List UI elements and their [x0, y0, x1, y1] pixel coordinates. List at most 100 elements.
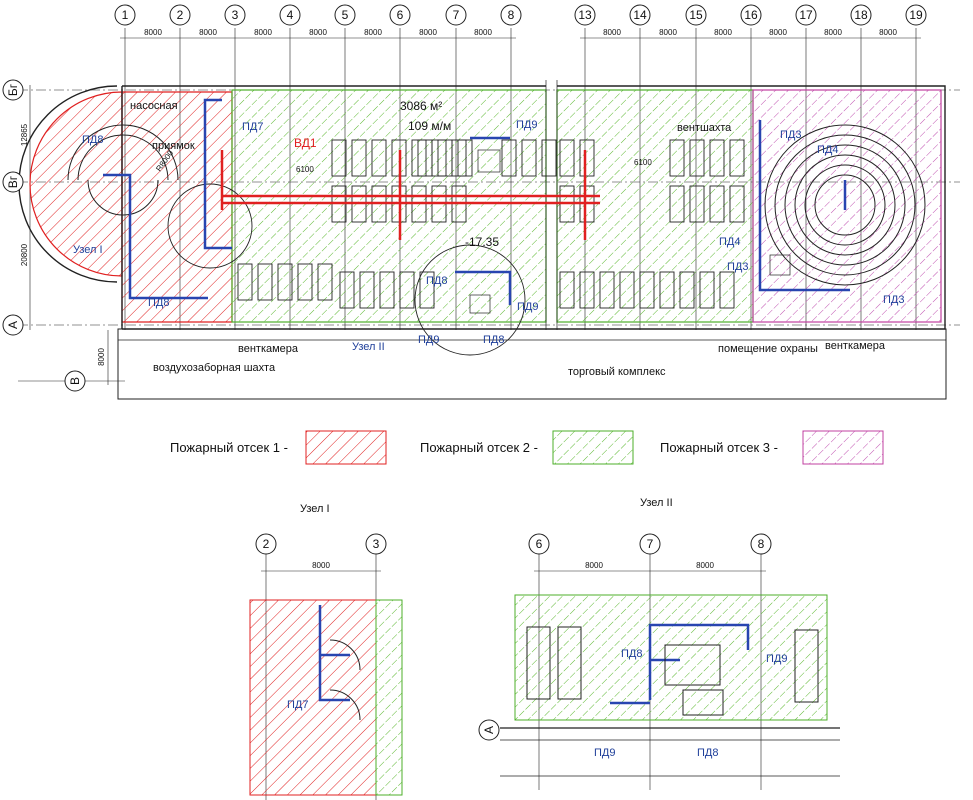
room-pump: насосная [130, 100, 178, 112]
span-dim-4-5: 8000 [309, 28, 327, 37]
parking-stall [579, 139, 595, 177]
detail2-pd8-bottom-label: ПД8 [697, 747, 718, 759]
room-pit: приямок [152, 140, 195, 152]
legend-swatch-zone1 [305, 430, 387, 465]
parking-stall [331, 139, 347, 177]
axis-bubble [574, 4, 596, 26]
spiral-ramp [67, 124, 926, 286]
span-dim-15-16: 8000 [714, 28, 732, 37]
parking-stall [501, 139, 517, 177]
parking-stall [359, 271, 375, 309]
node-1-circle [167, 183, 253, 269]
room-vent-room-left: венткамера [238, 343, 299, 355]
parking-stall [689, 139, 705, 177]
parking-stall [339, 271, 355, 309]
parking-stall [699, 271, 715, 309]
pd8-label-left: ПД8 [82, 134, 103, 146]
detail2-axis-7: 7 [647, 537, 654, 551]
pd4-label-top: ПД4 [817, 144, 838, 156]
span-dim-5-6: 8000 [364, 28, 382, 37]
axis-label-top: 7 [453, 8, 460, 22]
axis-bubble [795, 4, 817, 26]
legend-label-zone3: Пожарный отсек 3 - [660, 440, 778, 455]
parking-stall [689, 185, 705, 223]
walls [18, 80, 947, 400]
axis-bubble [740, 4, 762, 26]
parking-stall [619, 271, 635, 309]
pd9-label-node2: ПД9 [517, 301, 538, 313]
axis-label-top: 3 [232, 8, 239, 22]
parking-stall [729, 139, 745, 177]
room-mall: торговый комплекс [568, 366, 666, 378]
node2-label: Узел II [352, 341, 385, 353]
axis-bubble [114, 4, 136, 26]
node1-label: Узел I [73, 244, 103, 256]
pd7-label: ПД7 [242, 121, 263, 133]
detail2-axis-a: А [482, 726, 496, 734]
parking-stall [457, 139, 473, 177]
level-mark: -17.35 [465, 235, 499, 249]
span-dim-6-7: 8000 [419, 28, 437, 37]
pd3-label-mid: ПД3 [727, 261, 748, 273]
axis-label-a: А [6, 321, 20, 329]
axis-label-top: 19 [909, 8, 923, 22]
span-dim-16-17: 8000 [769, 28, 787, 37]
pd9-label-top: ПД9 [516, 119, 537, 131]
axis-bubble [389, 4, 411, 26]
legend-label-zone2: Пожарный отсек 2 - [420, 440, 538, 455]
legend-swatch-zone3 [802, 430, 884, 465]
room-vent-shaft: вентшахта [677, 122, 732, 134]
parking-stall [559, 271, 575, 309]
parking-stall [599, 271, 615, 309]
detail1-pd7-label: ПД7 [287, 699, 308, 711]
axis-label-vg: Вг [6, 175, 20, 188]
span-dim-2-3: 8000 [199, 28, 217, 37]
detail2-pd8-label: ПД8 [621, 648, 642, 660]
area-label: 3086 м² [400, 99, 442, 113]
parking-stall [237, 263, 253, 301]
parking-stall [317, 263, 333, 301]
axis-bubble [279, 4, 301, 26]
axis-label-top: 14 [633, 8, 647, 22]
legend-label-zone1: Пожарный отсек 1 - [170, 440, 288, 455]
parking-stall [679, 271, 695, 309]
axis-label-top: 2 [177, 8, 184, 22]
parking-stall [351, 139, 367, 177]
parking-stall [379, 271, 395, 309]
legend-swatch-zone2 [552, 430, 634, 465]
detail-node-2: Узел II 6 7 8 8000 8000 А ПД8 ПД9 ПД9 ПД… [478, 497, 840, 790]
stairs [469, 149, 791, 314]
left-dim-12865: 12865 [20, 123, 29, 146]
left-dim-8000: 8000 [97, 348, 106, 366]
pd8-label-bottom: ПД8 [148, 297, 169, 309]
detail2-pd9-bottom-label: ПД9 [594, 747, 615, 759]
detail2-title: Узел II [640, 497, 673, 509]
vd1-label: ВД1 [294, 136, 317, 150]
ramp-dim-right: 6100 [634, 158, 652, 167]
axis-bubble [334, 4, 356, 26]
axis-bubble [850, 4, 872, 26]
red-duct [220, 150, 600, 240]
fire-zone-3 [752, 89, 942, 323]
detail2-span-7-8: 8000 [696, 561, 714, 570]
span-dim-3-4: 8000 [254, 28, 272, 37]
spaces-label: 109 м/м [408, 119, 451, 133]
parking-stall [559, 139, 575, 177]
axis-bubble [445, 4, 467, 26]
detail1-axis-2: 2 [263, 537, 270, 551]
parking-stall [669, 185, 685, 223]
span-dim-7-8: 8000 [474, 28, 492, 37]
detail-node-1: Узел I 2 3 8000 ПД7 [249, 503, 403, 800]
detail2-axis-8: 8 [758, 537, 765, 551]
axis-label-top: 8 [508, 8, 515, 22]
axis-label-top: 17 [799, 8, 813, 22]
parking-stall [371, 139, 387, 177]
parking-stall [659, 271, 675, 309]
pd4-label-bottom: ПД4 [719, 236, 740, 248]
axis-label-top: 5 [342, 8, 349, 22]
parking-stall [669, 139, 685, 177]
parking-stall [709, 185, 725, 223]
parking-stall [639, 271, 655, 309]
pd8-label-node2-bottom: ПД8 [483, 334, 504, 346]
